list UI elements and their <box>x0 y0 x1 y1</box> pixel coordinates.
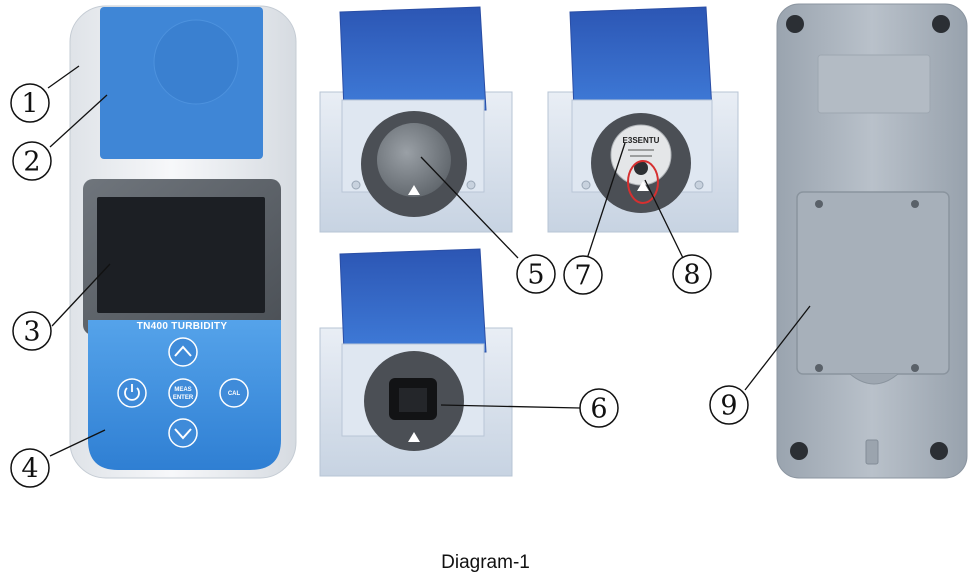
triangle-marker-icon <box>408 432 420 442</box>
meter-front-view: TN400 TURBIDITY MEAS ENTER CAL <box>69 5 297 479</box>
cal-key-label: CAL <box>228 391 241 397</box>
callout-8: 8 <box>672 254 712 294</box>
up-key[interactable] <box>168 337 198 367</box>
up-arrow-icon <box>174 345 192 357</box>
down-key[interactable] <box>168 418 198 448</box>
callout-6: 6 <box>579 388 619 428</box>
back-screws <box>815 200 919 372</box>
triangle-marker-icon <box>637 181 649 191</box>
meas-key-label: MEAS <box>174 387 191 393</box>
down-arrow-icon <box>174 428 192 440</box>
callout-8-label: 8 <box>683 260 700 291</box>
enter-key-label: ENTER <box>173 395 194 401</box>
power-icon <box>124 384 140 401</box>
callout-2: 2 <box>12 141 52 181</box>
chamber-cap-disc <box>377 123 451 197</box>
battery-cover <box>796 191 950 375</box>
leader-lines <box>47 65 811 457</box>
screen-model-label: TN400 TURBIDITY <box>137 321 228 332</box>
callout-6-label: 6 <box>590 394 607 425</box>
cal-key[interactable]: CAL <box>219 378 249 408</box>
callout-3-label: 3 <box>23 317 40 348</box>
chamber-view-open <box>319 248 513 477</box>
diagram-caption: Diagram-1 <box>441 552 530 573</box>
callout-9: 9 <box>709 385 749 425</box>
callout-7: 7 <box>563 255 603 295</box>
callout-4: 4 <box>10 448 50 488</box>
power-key[interactable] <box>117 378 147 408</box>
callout-9-label: 9 <box>720 391 737 422</box>
lcd-screen <box>97 197 265 313</box>
callout-1-label: 1 <box>21 89 38 120</box>
chamber-view-cap-labelled: E3SENTU <box>547 6 739 233</box>
meter-back-view <box>776 3 968 479</box>
callout-1: 1 <box>10 83 50 123</box>
callout-4-label: 4 <box>21 454 38 485</box>
rubber-feet <box>786 15 950 460</box>
callout-5-label: 5 <box>527 260 544 291</box>
callout-2-label: 2 <box>23 147 40 178</box>
meas-enter-key[interactable]: MEAS ENTER <box>168 378 198 408</box>
triangle-marker-icon <box>408 185 420 195</box>
cap-brand-label: E3SENTU <box>623 136 660 145</box>
callout-5: 5 <box>516 254 556 294</box>
callout-7-label: 7 <box>574 261 591 292</box>
callout-3: 3 <box>12 311 52 351</box>
marker-highlight <box>627 160 659 204</box>
chamber-view-cap-closed <box>319 6 513 233</box>
